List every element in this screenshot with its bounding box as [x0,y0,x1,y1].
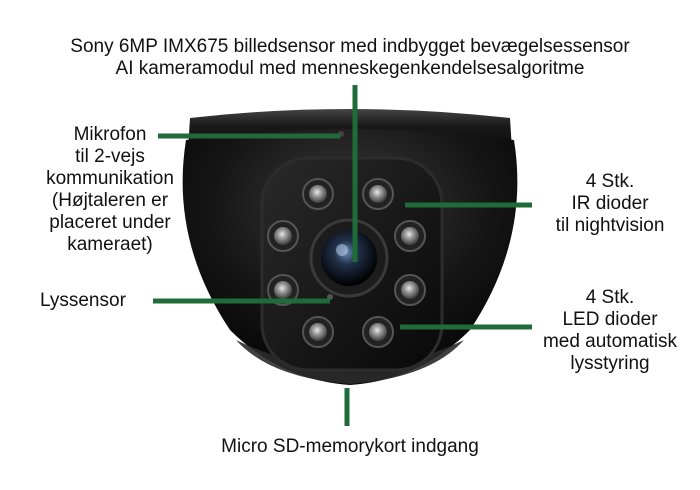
led-diodes-label-line: 4 Stk. [585,287,635,308]
lens-reflection [336,244,348,256]
dome-rim [236,340,464,384]
microphone-label-line: kommunikation [46,168,174,189]
led-diodes-label: 4 Stk. LED dioder med automatisk lysstyr… [525,287,695,375]
microphone-label-line: (Højtaleren er [51,190,169,211]
led-diode [302,316,334,348]
lens-icon [321,230,377,286]
sensor-label-line: Sony 6MP IMX675 billedsensor med indbygg… [70,36,630,57]
ir-diode [394,220,426,252]
ir-diode [267,220,299,252]
sensor-label: Sony 6MP IMX675 billedsensor med indbygg… [0,36,700,80]
led-diode [362,316,394,348]
sd-card-label: Micro SD-memorykort indgang [0,436,700,458]
ir-diodes-label: 4 Stk. IR dioder til nightvision [535,171,685,237]
microphone-label: Mikrofon til 2-vejs kommunikation (Højta… [45,124,175,256]
ir-diode [362,178,394,210]
led-diode [394,274,426,306]
sd-card-label-line: Micro SD-memorykort indgang [221,436,479,457]
ir-diode [302,178,334,210]
ai-module-label-line: AI kameramodul med menneskegenkendelsesa… [115,58,585,79]
microphone-label-line: til 2-vejs [75,146,145,167]
callout-lines [153,85,532,426]
ir-diodes-label-line: til nightvision [555,215,665,236]
ir-diodes-label-line: 4 Stk. [585,171,635,192]
led-diodes-label-line: lysstyring [570,353,650,374]
light-sensor-label-line: Lyssensor [40,290,126,311]
light-sensor-label: Lyssensor [40,290,150,312]
led-diode [267,274,299,306]
microphone-label-line: placeret under [49,212,171,233]
camera-body [182,109,518,385]
led-diodes-label-line: LED dioder [562,309,658,330]
microphone-label-line: kameraet) [67,234,153,255]
led-diodes-label-line: med automatisk [542,331,678,352]
ir-diodes-label-line: IR dioder [571,193,649,214]
microphone-label-line: Mikrofon [73,124,147,145]
